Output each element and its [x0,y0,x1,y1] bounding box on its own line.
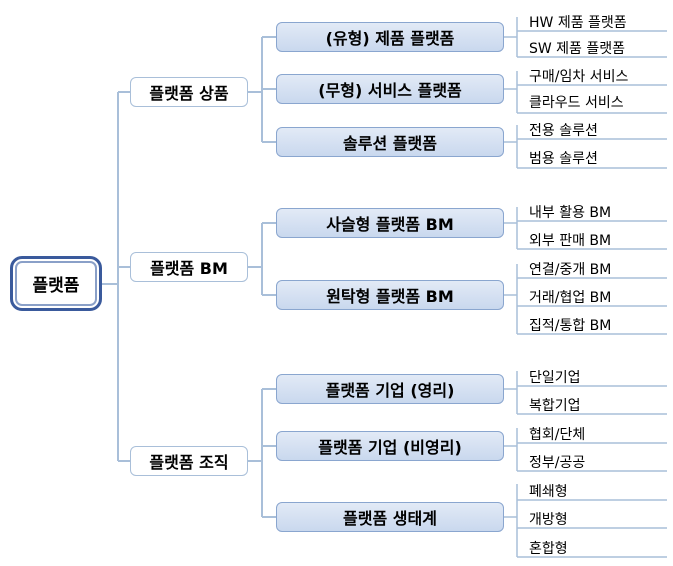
leaf-item: 전용 솔루션 [529,123,598,139]
group-platform-organization: 플랫폼 조직 [130,446,248,476]
node-chain-platform-bm: 사슬형 플랫폼 BM [276,208,504,238]
leaf-item: 혼합형 [529,541,568,557]
leaf-item: 정부/공공 [529,455,586,471]
leaf-item: HW 제품 플랫폼 [529,15,627,31]
leaf-item: 범용 솔루션 [529,151,598,167]
node-intangible-service-platform: (무형) 서비스 플랫폼 [276,74,504,104]
node-solution-platform: 솔루션 플랫폼 [276,127,504,157]
leaf-item: 구매/임차 서비스 [529,69,629,85]
leaf-item: 연결/중개 BM [529,262,612,278]
leaf-item: 단일기업 [529,370,581,386]
leaf-item: 클라우드 서비스 [529,95,624,111]
node-roundtable-platform-bm: 원탁형 플랫폼 BM [276,280,504,310]
group-platform-product: 플랫폼 상품 [130,77,248,107]
node-platform-company-nonprofit: 플랫폼 기업 (비영리) [276,431,504,461]
node-platform-company-profit: 플랫폼 기업 (영리) [276,374,504,404]
node-platform-ecosystem: 플랫폼 생태계 [276,502,504,532]
leaf-item: 거래/협업 BM [529,290,612,306]
leaf-item: 집적/통합 BM [529,318,612,334]
leaf-item: 내부 활용 BM [529,205,612,221]
root-node: 플랫폼 [10,256,102,311]
leaf-item: SW 제품 플랫폼 [529,41,626,57]
leaf-item: 폐쇄형 [529,484,568,500]
leaf-item: 복합기업 [529,398,581,414]
node-tangible-product-platform: (유형) 제품 플랫폼 [276,22,504,52]
leaf-item: 외부 판매 BM [529,233,612,249]
leaf-item: 협회/단체 [529,427,586,443]
group-platform-bm: 플랫폼 BM [130,252,248,282]
leaf-item: 개방형 [529,512,568,528]
